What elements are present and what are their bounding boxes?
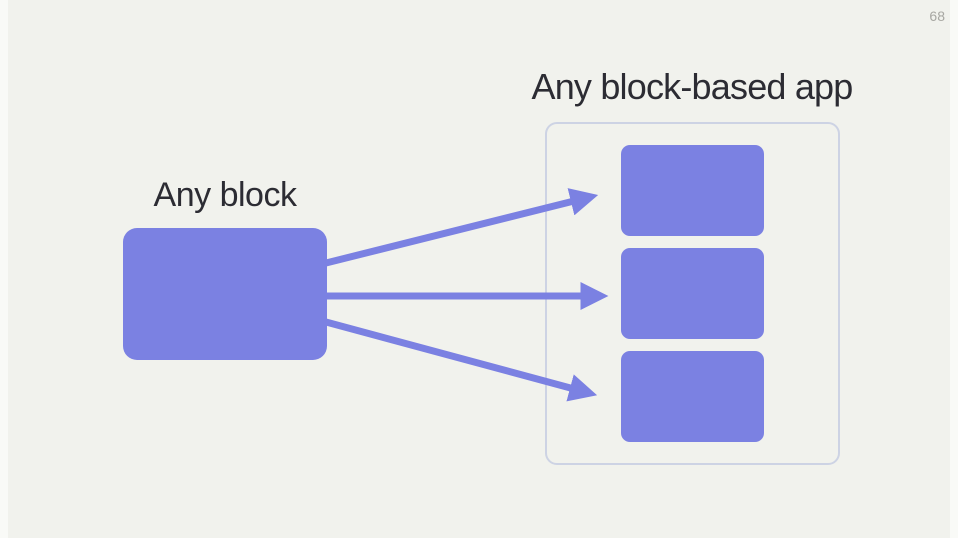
app-block-3 <box>621 351 764 442</box>
right-edge-strip <box>950 0 958 538</box>
app-container <box>545 122 840 465</box>
source-block-label: Any block <box>153 176 297 214</box>
page-number: 68 <box>929 8 945 24</box>
target-app-title: Any block-based app <box>531 66 853 107</box>
app-block-2 <box>621 248 764 339</box>
source-block-shape <box>123 228 327 360</box>
left-edge-strip <box>0 0 8 538</box>
app-block-1 <box>621 145 764 236</box>
